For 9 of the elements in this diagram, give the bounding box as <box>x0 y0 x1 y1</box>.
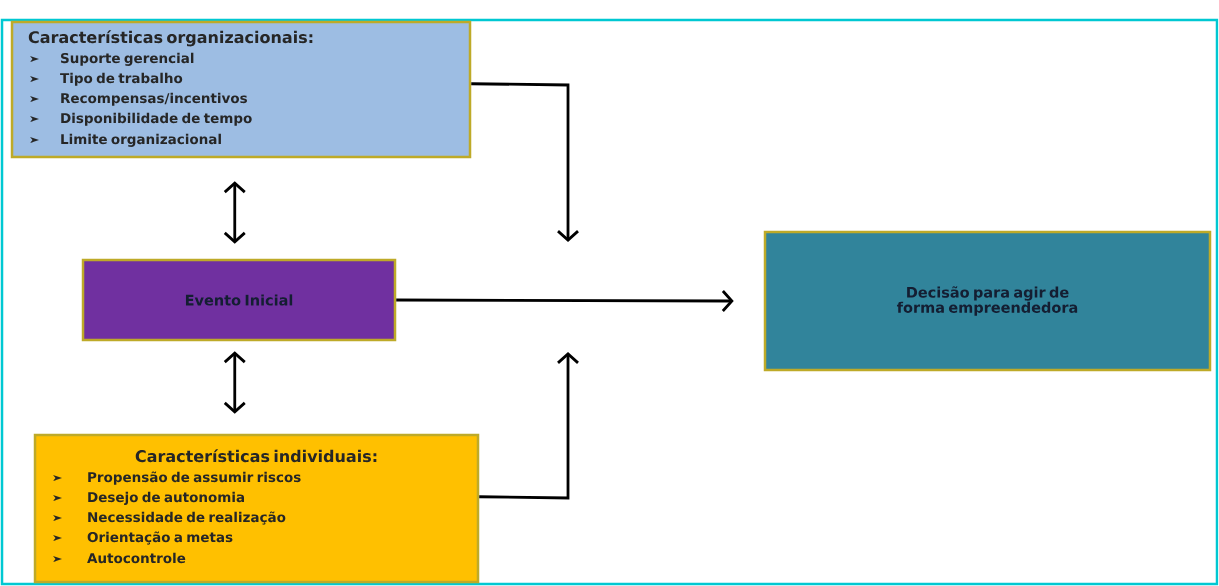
process-box: Evento Inicial <box>81 258 397 342</box>
feature-list-box: Características organizacionais: Suporte gerencial Tipo de trabalho Recompensas/incentivos Disponibilidade de tempo Limite organizacional <box>10 20 472 159</box>
arrow <box>223 181 246 244</box>
feature-list-box: Características individuais: Propensão de assumir riscos Desejo de autonomia Necessidade de realização Orientação a metas Autocontrole <box>33 433 480 584</box>
arrow <box>471 82 579 242</box>
process-box: Decisão para agir de forma empreendedora <box>763 230 1212 372</box>
arrow <box>396 290 734 312</box>
arrow <box>479 352 579 500</box>
arrow <box>223 351 246 414</box>
